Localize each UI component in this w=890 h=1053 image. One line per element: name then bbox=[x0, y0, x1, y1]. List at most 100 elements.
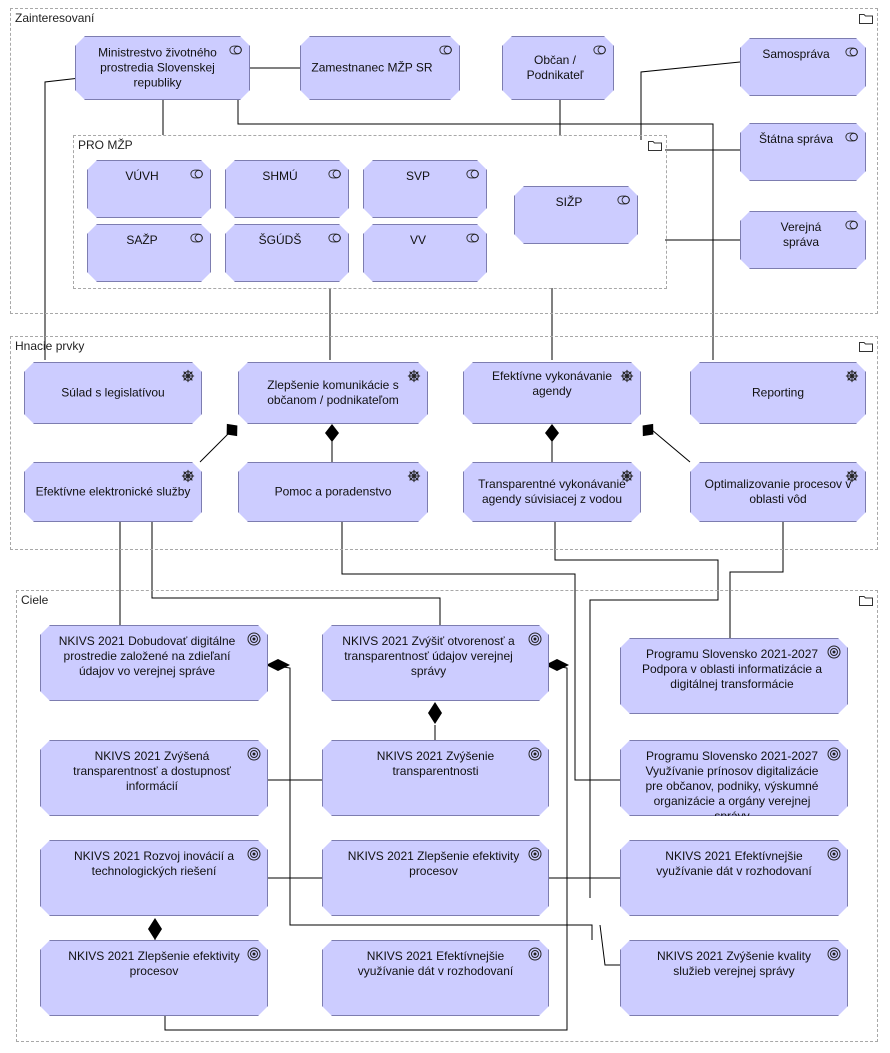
goal-dobudovat[interactable]: NKIVS 2021 Dobudovať digitálne prostredi… bbox=[40, 625, 268, 701]
goal-efektivnejsie-vyuzivanie-1[interactable]: NKIVS 2021 Efektívnejšie využívanie dát … bbox=[620, 840, 848, 916]
driver-elektronicke-sluzby[interactable]: Efektívne elektronické služby bbox=[24, 462, 202, 522]
goal-zvysena-transparentnost[interactable]: NKIVS 2021 Zvýšená transparentnosť a dos… bbox=[40, 740, 268, 816]
node-label: VV bbox=[409, 233, 426, 247]
goal-target-icon bbox=[827, 947, 841, 961]
goal-zvysit-otvorenost[interactable]: NKIVS 2021 Zvýšiť otvorenosť a transpare… bbox=[322, 625, 549, 701]
group-label: PRO MŽP bbox=[78, 138, 133, 152]
folder-icon bbox=[859, 14, 873, 24]
goal-target-icon bbox=[247, 947, 261, 961]
node-label: Súlad s legislatívou bbox=[61, 385, 165, 400]
driver-wheel-icon bbox=[620, 369, 634, 383]
group-label: Ciele bbox=[21, 593, 49, 607]
node-label: NKIVS 2021 Dobudovať digitálne prostredi… bbox=[58, 634, 236, 678]
stakeholder-sgudš[interactable]: ŠGÚDŠ bbox=[225, 224, 349, 282]
node-label: VÚVH bbox=[125, 169, 159, 183]
role-icon bbox=[466, 167, 480, 181]
goal-target-icon bbox=[528, 632, 542, 646]
node-label: Zlepšenie komunikácie s občanom / podnik… bbox=[267, 378, 399, 407]
stakeholder-svp[interactable]: SVP bbox=[363, 160, 487, 218]
role-icon bbox=[845, 45, 859, 59]
goal-target-icon bbox=[528, 847, 542, 861]
stakeholder-vv[interactable]: VV bbox=[363, 224, 487, 282]
goal-zlepsenie-efektivity-1[interactable]: NKIVS 2021 Zlepšenie efektivity procesov bbox=[322, 840, 549, 916]
node-label: SHMÚ bbox=[262, 169, 298, 183]
stakeholder-obcan[interactable]: Občan / Podnikateľ bbox=[502, 36, 614, 100]
node-label: Programu Slovensko 2021-2027 Využívanie … bbox=[645, 749, 819, 823]
node-label: NKIVS 2021 Zvýšenie kvality služieb vere… bbox=[656, 949, 812, 978]
role-icon bbox=[328, 167, 342, 181]
node-label: Občan / Podnikateľ bbox=[526, 53, 584, 82]
node-label: Samospráva bbox=[762, 47, 830, 61]
goal-target-icon bbox=[528, 747, 542, 761]
stakeholder-zamestnanec[interactable]: Zamestnanec MŽP SR bbox=[300, 36, 460, 100]
stakeholder-samosprava[interactable]: Samospráva bbox=[740, 38, 866, 96]
stakeholder-statna-sprava[interactable]: Štátna správa bbox=[740, 123, 866, 181]
stakeholder-vuvh[interactable]: VÚVH bbox=[87, 160, 211, 218]
folder-icon bbox=[859, 342, 873, 352]
node-label: Efektívne elektronické služby bbox=[35, 484, 191, 499]
composition-diamond bbox=[428, 702, 442, 724]
driver-wheel-icon bbox=[407, 369, 421, 383]
goal-rozvoj-inovacii[interactable]: NKIVS 2021 Rozvoj inovácií a technologic… bbox=[40, 840, 268, 916]
driver-wheel-icon bbox=[181, 369, 195, 383]
connector bbox=[554, 522, 719, 898]
driver-reporting[interactable]: Reporting bbox=[690, 362, 866, 424]
driver-transparentne[interactable]: Transparentné vykonávanie agendy súvisia… bbox=[463, 462, 641, 522]
connector bbox=[44, 77, 81, 360]
connector bbox=[199, 429, 233, 463]
node-label: NKIVS 2021 Zvýšená transparentnosť a dos… bbox=[73, 749, 231, 793]
driver-wheel-icon bbox=[620, 469, 634, 483]
connector bbox=[151, 522, 441, 625]
composition-diamond bbox=[226, 423, 238, 437]
node-label: Optimalizovanie procesov v oblasti vôd bbox=[704, 477, 852, 506]
stakeholder-sazp[interactable]: SAŽP bbox=[87, 224, 211, 282]
node-label: SAŽP bbox=[126, 233, 158, 247]
connector bbox=[237, 100, 714, 360]
stakeholder-mzp[interactable]: Ministrestvo životného prostredia Sloven… bbox=[75, 36, 250, 100]
connector bbox=[651, 429, 691, 463]
driver-wheel-icon bbox=[845, 469, 859, 483]
composition-diamond bbox=[148, 918, 162, 940]
driver-zlepsenie-komunikacie[interactable]: Zlepšenie komunikácie s občanom / podnik… bbox=[238, 362, 428, 424]
role-icon bbox=[328, 231, 342, 245]
connector bbox=[729, 522, 784, 638]
driver-pomoc[interactable]: Pomoc a poradenstvo bbox=[238, 462, 428, 522]
node-label: Efektívne vykonávanie agendy bbox=[491, 369, 613, 398]
goal-zlepsenie-efektivity-2[interactable]: NKIVS 2021 Zlepšenie efektivity procesov bbox=[40, 940, 268, 1016]
driver-efektivne-vykonavanie[interactable]: Efektívne vykonávanie agendy bbox=[463, 362, 641, 424]
group-label: Hnacie prvky bbox=[15, 339, 85, 353]
stakeholder-sizp[interactable]: SIŽP bbox=[514, 186, 638, 244]
node-label: ŠGÚDŠ bbox=[258, 233, 302, 247]
goal-target-icon bbox=[528, 947, 542, 961]
goal-program-podpora[interactable]: Programu Slovensko 2021-2027 Podpora v o… bbox=[620, 638, 848, 714]
role-icon bbox=[229, 43, 243, 57]
group-label: Zainteresovaní bbox=[15, 11, 95, 25]
node-label: Transparentné vykonávanie agendy súvisia… bbox=[478, 477, 626, 506]
stakeholder-verejna-sprava[interactable]: Verejná správa bbox=[740, 211, 866, 269]
driver-optimalizovanie[interactable]: Optimalizovanie procesov v oblasti vôd bbox=[690, 462, 866, 522]
connector bbox=[164, 1015, 540, 1031]
goal-target-icon bbox=[827, 645, 841, 659]
role-icon bbox=[593, 43, 607, 57]
role-icon bbox=[845, 218, 859, 232]
node-label: NKIVS 2021 Zlepšenie efektivity procesov bbox=[347, 849, 520, 878]
group-pro-mzp: PRO MŽP bbox=[73, 135, 667, 289]
goal-target-icon bbox=[247, 847, 261, 861]
driver-wheel-icon bbox=[181, 469, 195, 483]
goal-zvysenie-kvality[interactable]: NKIVS 2021 Zvýšenie kvality služieb vere… bbox=[620, 940, 848, 1016]
driver-wheel-icon bbox=[407, 469, 421, 483]
group-ciele: Ciele bbox=[16, 590, 878, 1042]
goal-target-icon bbox=[247, 632, 261, 646]
goal-program-vyuzivanie[interactable]: Programu Slovensko 2021-2027 Využívanie … bbox=[620, 740, 848, 816]
role-icon bbox=[466, 231, 480, 245]
goal-efektivnejsie-vyuzivanie-2[interactable]: NKIVS 2021 Efektívnejšie využívanie dát … bbox=[322, 940, 549, 1016]
goal-target-icon bbox=[827, 747, 841, 761]
goal-target-icon bbox=[827, 847, 841, 861]
role-icon bbox=[190, 167, 204, 181]
node-label: NKIVS 2021 Zvýšiť otvorenosť a transpare… bbox=[342, 634, 515, 678]
node-label: NKIVS 2021 Rozvoj inovácií a technologic… bbox=[73, 849, 235, 878]
goal-zvysenie-transparentnosti[interactable]: NKIVS 2021 Zvýšenie transparentnosti bbox=[322, 740, 549, 816]
composition-diamond bbox=[325, 424, 339, 442]
driver-sulad[interactable]: Súlad s legislatívou bbox=[24, 362, 202, 424]
stakeholder-shmu[interactable]: SHMÚ bbox=[225, 160, 349, 218]
